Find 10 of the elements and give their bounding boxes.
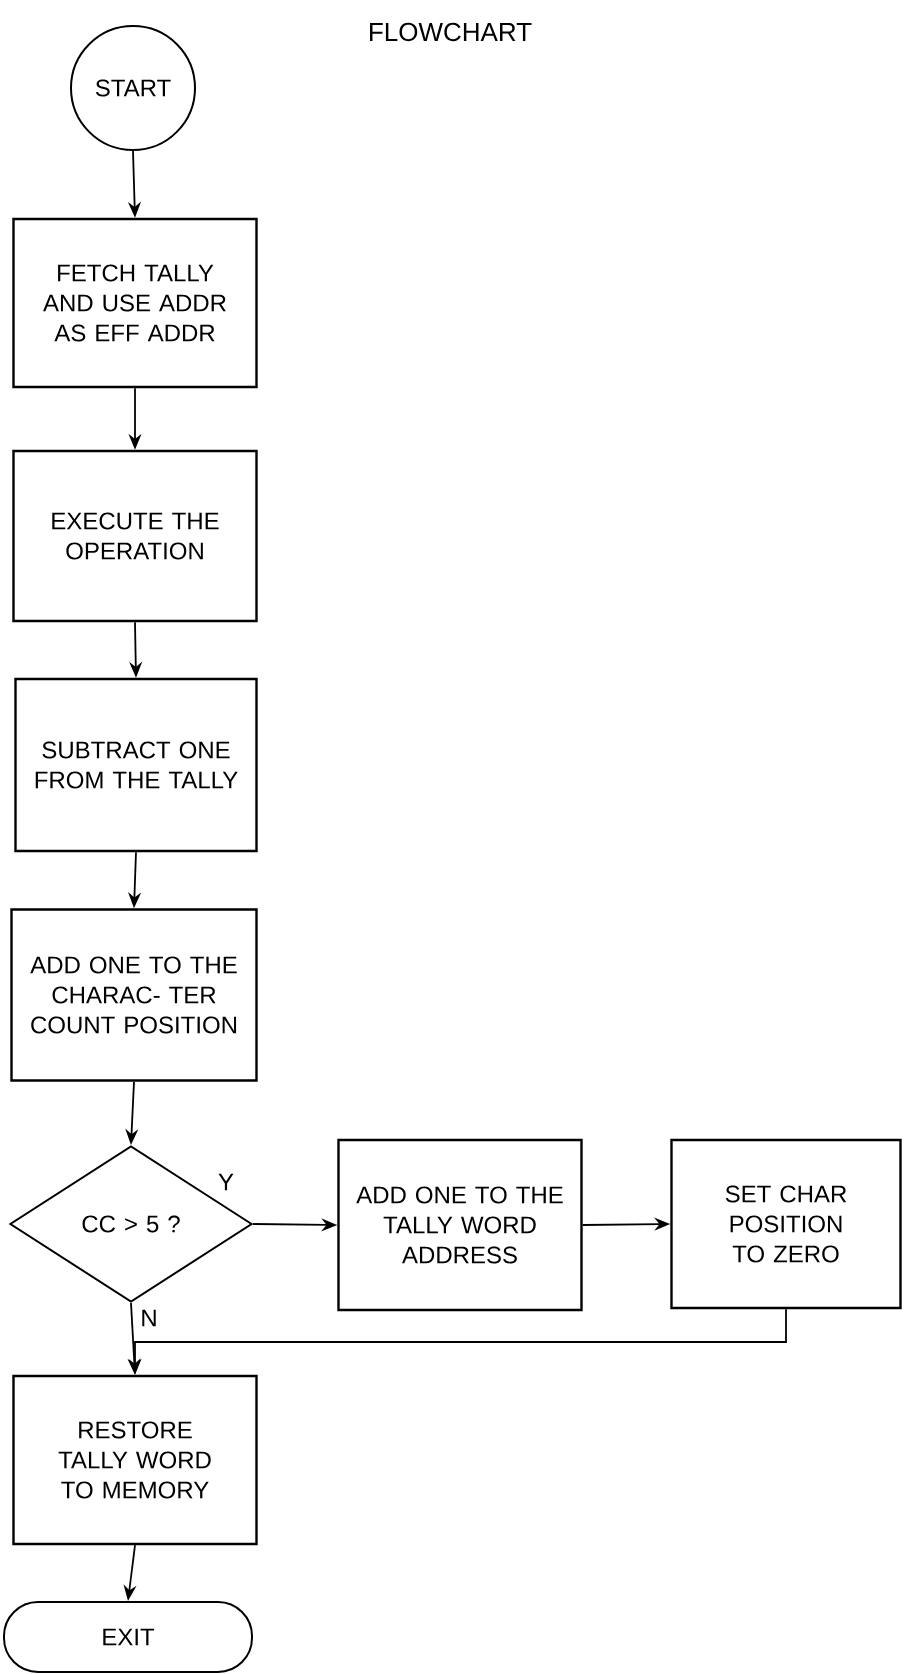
edge-label: N	[139, 1308, 159, 1328]
process-box: ADD ONE TO THE CHARAC- TER COUNT POSITION	[10, 908, 258, 1082]
process-box: ADD ONE TO THE TALLY WORD ADDRESS	[337, 1138, 583, 1312]
process-box: EXECUTE THE OPERATION	[12, 449, 258, 623]
process-box: SET CHAR POSITION TO ZERO	[670, 1138, 902, 1310]
edge-label: Y	[217, 1172, 235, 1192]
process-box: SUBTRACT ONE FROM THE TALLY	[14, 677, 258, 853]
process-box: FETCH TALLY AND USE ADDR AS EFF ADDR	[12, 217, 258, 389]
process-box: RESTORE TALLY WORD TO MEMORY	[12, 1374, 258, 1546]
title: FLOWCHART	[370, 22, 532, 42]
